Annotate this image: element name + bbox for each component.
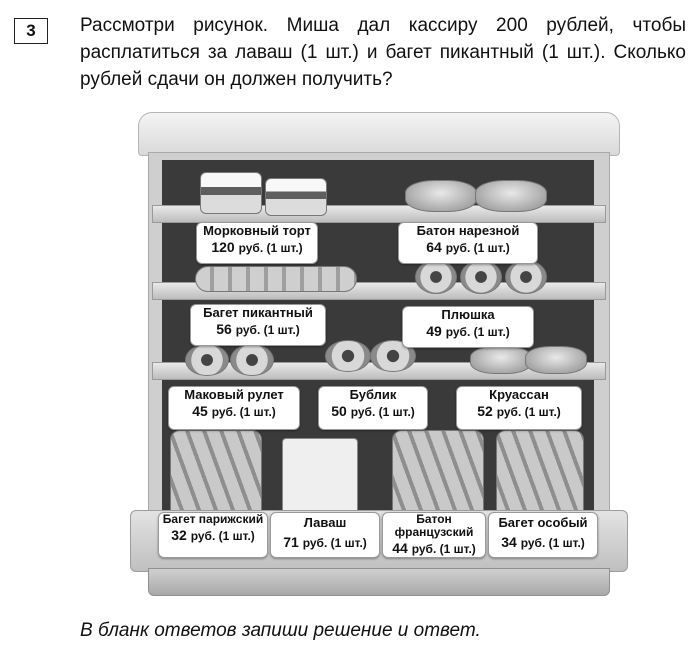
price-tag: Морковный торт 120 руб. (1 шт.) <box>196 222 318 264</box>
price-tag: Лаваш 71 руб. (1 шт.) <box>270 512 380 558</box>
answer-instruction: В бланк ответов запиши решение и ответ. <box>80 620 481 641</box>
french-loaf-bin <box>392 430 484 522</box>
product-price: 49 <box>426 323 442 339</box>
product-price: 32 <box>171 527 187 543</box>
product-price: 34 <box>501 534 517 550</box>
paris-baguettes-bin <box>170 430 262 522</box>
price-tag: Круассан 52 руб. (1 шт.) <box>456 386 582 430</box>
product-name: Багет пикантный <box>203 305 313 320</box>
product-name: Маковый рулет <box>184 387 284 402</box>
price-unit: руб. (1 шт.) <box>235 323 300 337</box>
product-name: Багет особый <box>498 515 588 530</box>
product-price: 71 <box>283 534 299 550</box>
price-tag: Маковый рулет 45 руб. (1 шт.) <box>168 386 300 430</box>
showcase-canopy <box>138 112 620 156</box>
product-price: 56 <box>216 321 232 337</box>
product-name: Круассан <box>489 387 549 402</box>
price-unit: руб. (1 шт.) <box>496 405 561 419</box>
poppy-roll <box>230 344 274 376</box>
croissant <box>470 346 532 374</box>
poppy-roll <box>185 344 229 376</box>
price-unit: руб. (1 шт.) <box>411 542 476 556</box>
bun <box>505 260 547 294</box>
product-name: Батон нарезной <box>416 223 520 238</box>
product-price: 44 <box>392 540 408 556</box>
sliced-loaf <box>475 180 547 212</box>
product-price: 52 <box>477 403 493 419</box>
bakery-showcase: Морковный торт 120 руб. (1 шт.) Батон на… <box>130 100 628 600</box>
product-name: Морковный торт <box>203 223 311 238</box>
price-unit: руб. (1 шт.) <box>350 405 415 419</box>
croissant <box>525 346 587 374</box>
showcase-stand <box>148 568 610 596</box>
price-tag: Батон нарезной 64 руб. (1 шт.) <box>398 222 538 264</box>
price-tag: Плюшка 49 руб. (1 шт.) <box>402 306 534 348</box>
price-tag: Багет особый 34 руб. (1 шт.) <box>488 512 598 558</box>
price-unit: руб. (1 шт.) <box>302 536 367 550</box>
price-unit: руб. (1 шт.) <box>520 536 585 550</box>
price-tag: Батон французский 44 руб. (1 шт.) <box>382 512 486 558</box>
product-name: Батон французский <box>394 512 474 539</box>
price-tag: Багет парижский 32 руб. (1 шт.) <box>158 512 268 558</box>
product-price: 50 <box>331 403 347 419</box>
spicy-baguettes <box>195 266 357 292</box>
special-baguette-bin <box>496 430 584 522</box>
bagel <box>325 340 371 372</box>
price-tag: Багет пикантный 56 руб. (1 шт.) <box>190 304 326 346</box>
product-price: 120 <box>211 239 235 255</box>
product-name: Лаваш <box>303 515 347 530</box>
question-text: Рассмотри рисунок. Миша дал кассиру 200 … <box>80 15 686 90</box>
price-unit: руб. (1 шт.) <box>445 325 510 339</box>
price-unit: руб. (1 шт.) <box>211 405 276 419</box>
product-name: Бублик <box>349 387 397 402</box>
product-price: 45 <box>192 403 208 419</box>
product-name: Багет парижский <box>162 512 264 526</box>
price-unit: руб. (1 шт.) <box>238 241 303 255</box>
price-unit: руб. (1 шт.) <box>445 241 510 255</box>
bun <box>460 260 502 294</box>
carrot-cake-slice <box>200 172 262 214</box>
product-name: Плюшка <box>441 307 495 322</box>
task-number: 3 <box>14 18 48 44</box>
bun <box>415 260 457 294</box>
sliced-loaf <box>405 180 477 212</box>
price-tag: Бублик 50 руб. (1 шт.) <box>318 386 428 430</box>
carrot-cake-slice <box>265 178 327 216</box>
product-price: 64 <box>426 239 442 255</box>
price-unit: руб. (1 шт.) <box>190 529 255 543</box>
